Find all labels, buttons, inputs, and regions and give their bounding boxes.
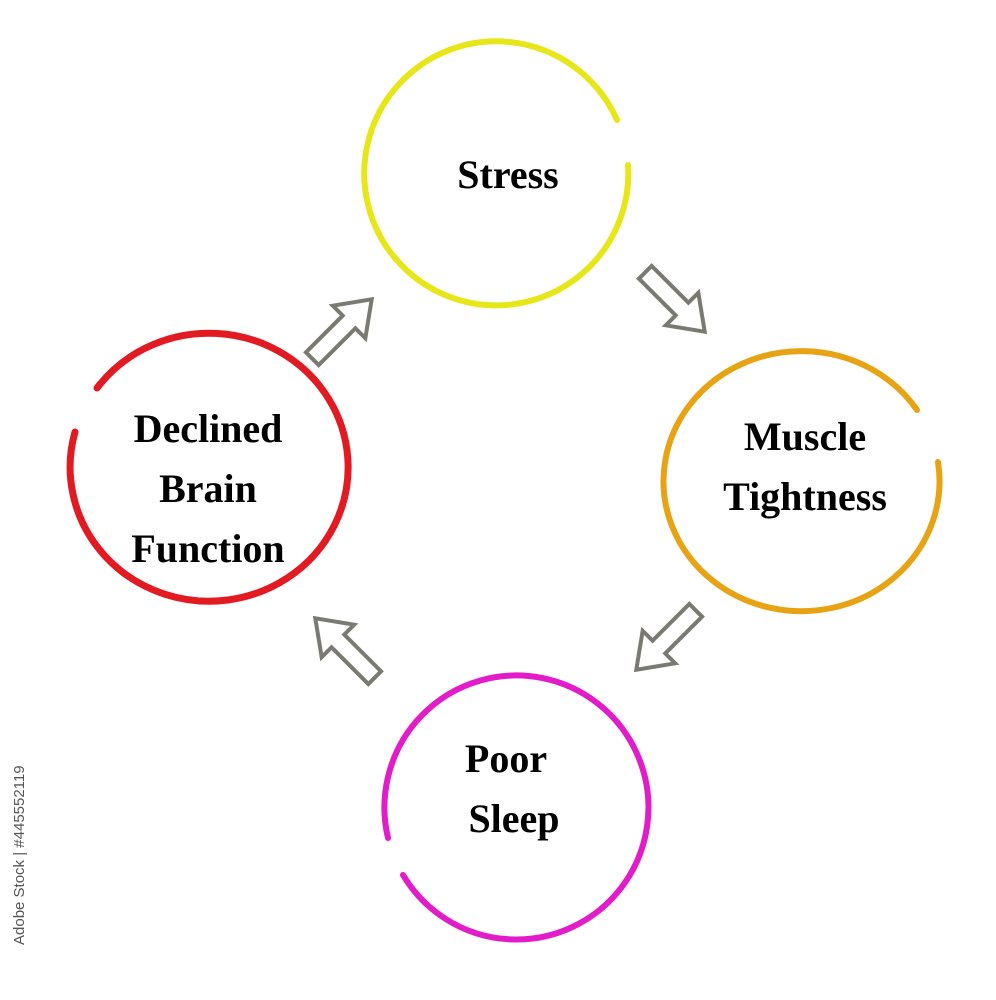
stress-circle xyxy=(361,38,632,309)
arrow-sleep-to-brain xyxy=(312,615,384,687)
declined-brain-function-label-line3: Function xyxy=(131,526,284,571)
muscle-tightness-label-line2: Tightness xyxy=(723,474,887,519)
stress-label: Stress xyxy=(457,152,558,197)
poor-sleep-label-line2: Sleep xyxy=(468,796,559,841)
arrow-muscle-to-sleep xyxy=(633,601,705,673)
node-muscle-tightness: Muscle Tightness xyxy=(660,348,943,615)
node-poor-sleep: Poor Sleep xyxy=(381,672,652,943)
poor-sleep-label-line1: Poor xyxy=(465,736,547,781)
declined-brain-function-label-line2: Brain xyxy=(159,466,257,511)
declined-brain-function-label-line1: Declined xyxy=(134,406,283,451)
node-stress: Stress xyxy=(361,38,632,309)
declined-brain-function-circle xyxy=(66,329,352,605)
stock-id-watermark: Adobe Stock | #445552119 xyxy=(11,765,28,945)
muscle-tightness-label-line1: Muscle xyxy=(744,414,866,459)
arrow-stress-to-muscle xyxy=(636,263,708,335)
muscle-tightness-circle xyxy=(660,348,943,615)
poor-sleep-circle xyxy=(381,672,652,943)
arrow-brain-to-stress xyxy=(303,296,375,368)
node-declined-brain-function: Declined Brain Function xyxy=(66,329,352,605)
